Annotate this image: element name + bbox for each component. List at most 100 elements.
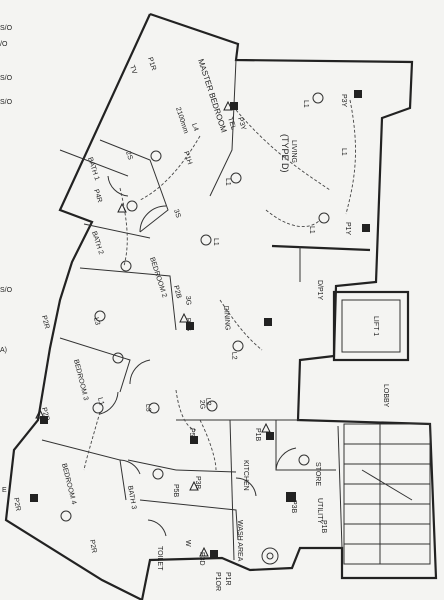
light-fixture-icon [232,340,244,352]
symbol-label: L3 [144,404,152,412]
light-fixture-icon [152,468,164,480]
room-label-bath-3: BATH 3 [126,485,137,510]
room-label-utility: UTILITY [316,498,323,524]
symbol-label: L4 [190,122,199,132]
switch-icon [261,422,271,433]
light-fixture-icon [94,310,106,322]
light-fixture-icon [60,510,72,522]
switch-symbols [35,100,271,557]
margin-note: S/O [0,25,13,32]
symbol-label: P3Y [340,94,347,108]
room-label-kitchen: KITCHEN [242,460,249,491]
socket-icon [354,90,362,98]
symbol-label: 3G [184,296,192,306]
symbol-label: D/P1Y [316,280,323,301]
room-label-lobby: LOBBY [382,384,389,408]
light-fixture-icon [298,454,310,466]
light-fixture-icon [148,402,160,414]
light-fixture-icon [92,402,104,414]
door-swings [99,175,297,537]
light-fixture-icon [126,200,138,212]
light-fixture-icon [318,212,330,224]
light-fixture-icon [200,234,212,246]
power-points [30,90,370,558]
margin-note: /O [0,41,8,48]
symbol-label: 2G [198,400,206,410]
socket-icon [186,322,194,330]
socket-icon [230,102,238,110]
switch-icon [35,408,45,419]
symbol-label: L2 [204,398,212,406]
light-fixture-icon [206,400,218,412]
light-fixture-icon [230,172,242,184]
symbol-label: L2 [230,352,238,360]
symbol-label: L1 [212,238,219,246]
margin-note: A) [0,347,7,354]
light-fixture-icon [120,260,132,272]
symbol-label: W [184,540,191,547]
room-label-dining: DINING [222,306,231,331]
wiring [83,99,356,471]
socket-icon [264,318,272,326]
symbol-label: P1H [182,150,193,165]
symbol-label: P2R [88,539,97,554]
symbol-label: L1 [302,100,309,108]
switch-icon [189,480,199,491]
symbol-label: P3B [290,500,297,514]
symbol-label: P5B [172,484,179,498]
margin-notes: S/O /O S/O S/O S/O A) E [0,25,13,494]
socket-icon [266,432,274,440]
switch-icon [199,546,209,557]
room-label-store: STORE [314,462,321,486]
socket-icon [286,492,296,502]
symbol-label: L1 [224,178,231,186]
margin-note: E [2,487,7,494]
light-fixtures [60,92,330,565]
symbol-label: L1 [308,226,315,234]
symbol-label: P1OR [214,572,221,591]
socket-icon [30,494,38,502]
walls [4,12,438,600]
socket-icon [40,416,48,424]
symbol-label: P3D [198,552,205,566]
symbol-label: P3Y [236,116,247,131]
light-fixture-icon [150,150,162,162]
symbol-label: L1 [96,397,105,406]
symbol-label: P2R [40,315,50,330]
symbol-label: P1R [224,572,231,586]
symbol-label: TEL [226,116,237,130]
margin-note: S/O [0,99,13,106]
room-label-toilet: TOILET [156,546,163,571]
light-fixture-icon [261,547,279,565]
symbol-label: P1B [254,428,261,442]
symbol-label: 3S [172,208,181,219]
symbol-label: P2B [172,285,182,300]
symbol-label: P3B [194,476,201,490]
room-label-living: LIVING [290,140,297,163]
switch-icon [179,312,189,323]
symbol-label: P5B [188,428,195,442]
light-fixture-icon [112,352,124,364]
room-label-lift: LIFT 1 [372,316,379,336]
symbol-label: TV [128,64,138,75]
room-label-living-type: (TYPE D) [280,134,290,173]
symbol-label: P1Y [344,222,351,236]
light-fixture-icon [312,92,324,104]
light-fixture-icon [266,552,274,560]
symbol-label: P3B [184,318,192,332]
symbol-label: 2S [124,150,133,161]
room-label-wash-area: WASH AREA [236,520,243,562]
switch-icon [117,202,127,213]
socket-icon [190,436,198,444]
switch-icon [223,100,233,111]
symbol-labels: P1R TV TEL P3Y P3Y L4 P1H L1 L1 L1 L1 L1… [12,56,351,591]
symbol-label: P2R [40,407,50,422]
margin-note: S/O [0,287,13,294]
symbol-label: P4R [92,188,103,203]
socket-icon [362,224,370,232]
socket-icon [210,550,218,558]
symbol-label: L3 [92,317,101,326]
margin-note: S/O [0,75,13,82]
symbol-label: P2R [12,497,21,512]
